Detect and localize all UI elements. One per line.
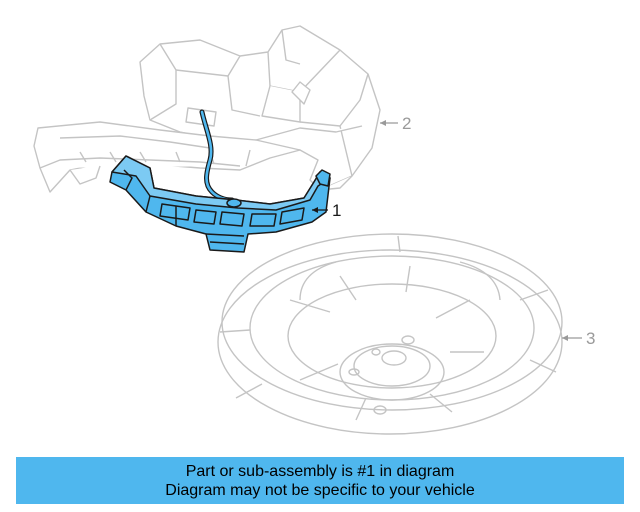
- callout-1: 1: [312, 201, 341, 220]
- callout-label-3: 3: [586, 329, 595, 348]
- callout-3: 3: [562, 329, 595, 348]
- parts-diagram: 1 2 3: [33, 25, 595, 435]
- bracket-part-1: [109, 109, 331, 253]
- trunk-tray-part-2: [33, 25, 381, 193]
- info-banner: Part or sub-assembly is #1 in diagram Di…: [16, 457, 624, 504]
- callout-label-2: 2: [402, 114, 411, 133]
- banner-line-1: Part or sub-assembly is #1 in diagram: [185, 462, 455, 480]
- callout-label-1: 1: [332, 201, 341, 220]
- spare-wheel-part-3: [217, 233, 563, 435]
- banner-line-2: Diagram may not be specific to your vehi…: [165, 481, 475, 499]
- callout-2: 2: [380, 114, 411, 133]
